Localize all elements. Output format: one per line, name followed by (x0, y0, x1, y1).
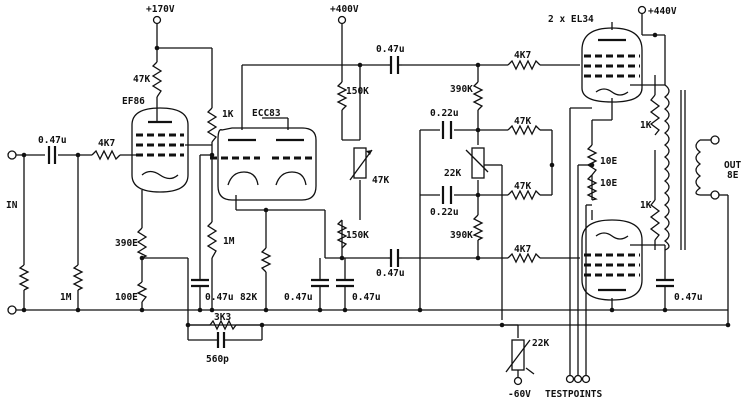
tube-ef86 (131, 107, 189, 193)
label-c-couple-bot: 0.47u (376, 268, 405, 279)
label-ecc83: ECC83 (252, 108, 281, 119)
resistor-150k-bot (336, 219, 348, 249)
output-transformer (663, 84, 702, 251)
resistor-1k-sg-bot (649, 199, 661, 241)
resistor-in-left (18, 264, 30, 291)
label-r-ecc-k: 82K (240, 292, 257, 303)
label-neg60v: -60V (508, 389, 531, 400)
label-r-gs-top: 4K7 (514, 50, 531, 61)
label-out-impedance: 8E (727, 170, 739, 181)
resistor-390k-bot (472, 214, 484, 241)
label-r-bias-top: 390K (450, 84, 473, 95)
label-r-in-1m: 1M (60, 292, 72, 303)
label-r-plate-top: 150K (346, 86, 369, 97)
resistor-390k-top (472, 81, 484, 111)
label-c-in: 0.47u (38, 135, 67, 146)
capacitors (47, 56, 674, 348)
resistor-3k3-feedback (209, 319, 237, 331)
resistor-47k-plate (151, 61, 163, 98)
label-r-bias-bot: 390K (450, 230, 473, 241)
resistor-1m-ecc (206, 221, 218, 259)
label-400v: +400V (330, 4, 359, 15)
resistors (18, 59, 661, 331)
terminals (7, 5, 720, 386)
label-el34: 2 x EL34 (548, 14, 594, 25)
label-r-sg-bot: 1K (640, 200, 652, 211)
label-r-fb: 3K3 (214, 312, 231, 323)
label-r-plate-bot: 150K (346, 230, 369, 241)
label-c-bias-top: 0.22u (430, 108, 459, 119)
label-r-grid-stop: 4K7 (98, 138, 115, 149)
supply-neg60v-terminal (513, 376, 523, 386)
label-r-ecc-1m: 1M (223, 236, 235, 247)
label-r-47k-top: 47K (514, 116, 531, 127)
label-440v: +440V (648, 6, 677, 17)
resistor-10e-bot (586, 174, 598, 201)
label-c-bias-bot: 0.22u (430, 207, 459, 218)
resistor-47k-bias-bot (507, 189, 541, 201)
label-r-47k-bot: 47K (514, 181, 531, 192)
pot-47k-balance (353, 147, 367, 179)
pot-22k-bias-balance (471, 147, 485, 179)
label-pot-bias-set: 22K (532, 338, 549, 349)
resistor-390e (136, 227, 148, 259)
testpoint-3 (581, 374, 591, 384)
label-ef86: EF86 (122, 96, 145, 107)
ground-terminal (7, 305, 17, 315)
label-r-sg-top: 1K (640, 120, 652, 131)
tube-el34-top (581, 27, 643, 103)
resistor-10e-top (586, 144, 598, 176)
tube-el34-bottom (581, 219, 643, 301)
supply-440v-terminal (637, 5, 647, 15)
potentiometers (349, 147, 535, 375)
output-terminal-hot (710, 135, 720, 145)
label-r-gs-bot: 4K7 (514, 244, 531, 255)
input-terminal (7, 150, 17, 160)
labels: +170V +400V +440V -60V EF86 ECC83 2 x EL… (6, 4, 741, 400)
resistor-1k-screen (206, 107, 218, 143)
testpoint-1 (565, 374, 575, 384)
label-c-couple-top: 0.47u (376, 44, 405, 55)
label-c-fb: 560p (206, 354, 229, 365)
wiring (14, 12, 729, 378)
label-c-ecc-2: 0.47u (352, 292, 381, 303)
label-c-ef86-screen: 0.47u (205, 292, 234, 303)
pot-22k-bias-set (511, 339, 525, 371)
label-r-ef86-k1: 390E (115, 238, 138, 249)
resistor-100e (136, 281, 148, 303)
label-in: IN (6, 200, 18, 211)
label-pot-bias-balance: 22K (444, 168, 461, 179)
testpoint-2 (573, 374, 583, 384)
resistor-4k7-input (91, 149, 121, 161)
label-out: OUT (724, 160, 741, 171)
label-r-k-bot: 10E (600, 178, 617, 189)
label-r-ef86-k2: 100E (115, 292, 138, 303)
supply-400v-terminal (337, 15, 347, 25)
label-r-ef86-screen: 1K (222, 109, 234, 120)
label-r-k-top: 10E (600, 156, 617, 167)
label-pot-balance: 47K (372, 175, 389, 186)
output-terminal-ret (710, 190, 720, 200)
resistor-47k-bias-top (507, 124, 541, 136)
tube-ecc83 (210, 127, 317, 201)
label-testpoints: TESTPOINTS (545, 389, 602, 400)
label-170v: +170V (146, 4, 175, 15)
resistor-4k7-top (507, 59, 541, 71)
resistor-in-1m (72, 264, 84, 291)
label-c-out: 0.47u (674, 292, 703, 303)
label-r-ef86-plate: 47K (133, 74, 150, 85)
resistor-150k-top (336, 81, 348, 111)
resistor-1k-sg-top (649, 94, 661, 136)
resistor-4k7-bot (507, 252, 541, 264)
supply-170v-terminal (152, 15, 162, 25)
resistor-82k (260, 247, 272, 273)
label-c-ecc-1: 0.47u (284, 292, 313, 303)
